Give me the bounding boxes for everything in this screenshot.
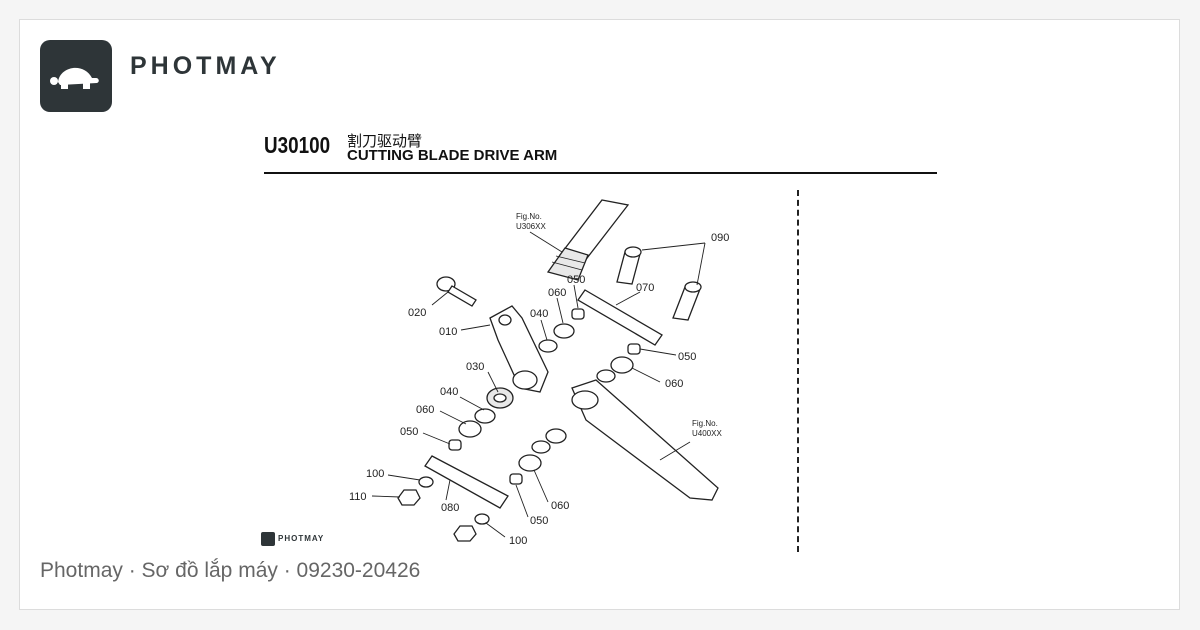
mini-brand-name: PHOTMAY (278, 534, 325, 543)
fig-ref-bottom-value: U400XX (692, 429, 722, 438)
callout-060-c: 060 (548, 287, 566, 299)
callout-010: 010 (439, 326, 457, 338)
footer-caption: Photmay · Sơ đồ lắp máy · 09230-20426 (40, 559, 421, 582)
bearing-030 (486, 387, 514, 409)
callout-050-b: 050 (530, 515, 548, 527)
callout-060-d: 060 (665, 378, 683, 390)
fig-ref-top-label: Fig.No. (516, 212, 542, 221)
callout-070: 070 (636, 282, 654, 294)
callout-060: 060 (416, 404, 434, 416)
callout-labels: 020 010 030 040 060 050 100 110 080 050 … (349, 212, 729, 547)
callout-110: 110 (349, 491, 367, 503)
nuts-100-110 (397, 476, 490, 542)
link-plate-080 (424, 455, 509, 509)
drive-shaft (546, 199, 630, 281)
callout-100-b: 100 (509, 535, 527, 547)
leader-lines (371, 231, 706, 538)
lower-arm (571, 379, 719, 501)
washers-right (509, 343, 641, 485)
brand-logo (40, 40, 112, 112)
title-english: CUTTING BLADE DRIVE ARM (347, 147, 558, 164)
callout-050-c: 050 (567, 274, 585, 286)
callout-040-b: 040 (530, 308, 548, 320)
callout-050-d: 050 (678, 351, 696, 363)
arm-010 (489, 305, 549, 393)
callout-030: 030 (466, 361, 484, 373)
turtle-icon (50, 67, 99, 89)
callout-080: 080 (441, 502, 459, 514)
content-card (19, 19, 1180, 610)
bolt-020 (436, 276, 477, 307)
fig-ref-top-value: U306XX (516, 222, 546, 231)
part-group-code: U30100 (264, 132, 331, 158)
title-chinese: 割刀驱动臂 (347, 133, 423, 150)
callout-040: 040 (440, 386, 458, 398)
fig-ref-bottom-label: Fig.No. (692, 419, 718, 428)
callout-100: 100 (366, 468, 384, 480)
washers-left (448, 308, 585, 451)
callout-050: 050 (400, 426, 418, 438)
header-divider (264, 172, 937, 174)
callout-020: 020 (408, 307, 426, 319)
brand-name: PHOTMAY (130, 52, 281, 80)
callout-090: 090 (711, 232, 729, 244)
mini-turtle-icon (261, 532, 275, 546)
page-fold-line (797, 190, 799, 552)
link-plate-070 (577, 289, 663, 346)
bolts-090 (616, 246, 702, 321)
callout-060-b: 060 (551, 500, 569, 512)
